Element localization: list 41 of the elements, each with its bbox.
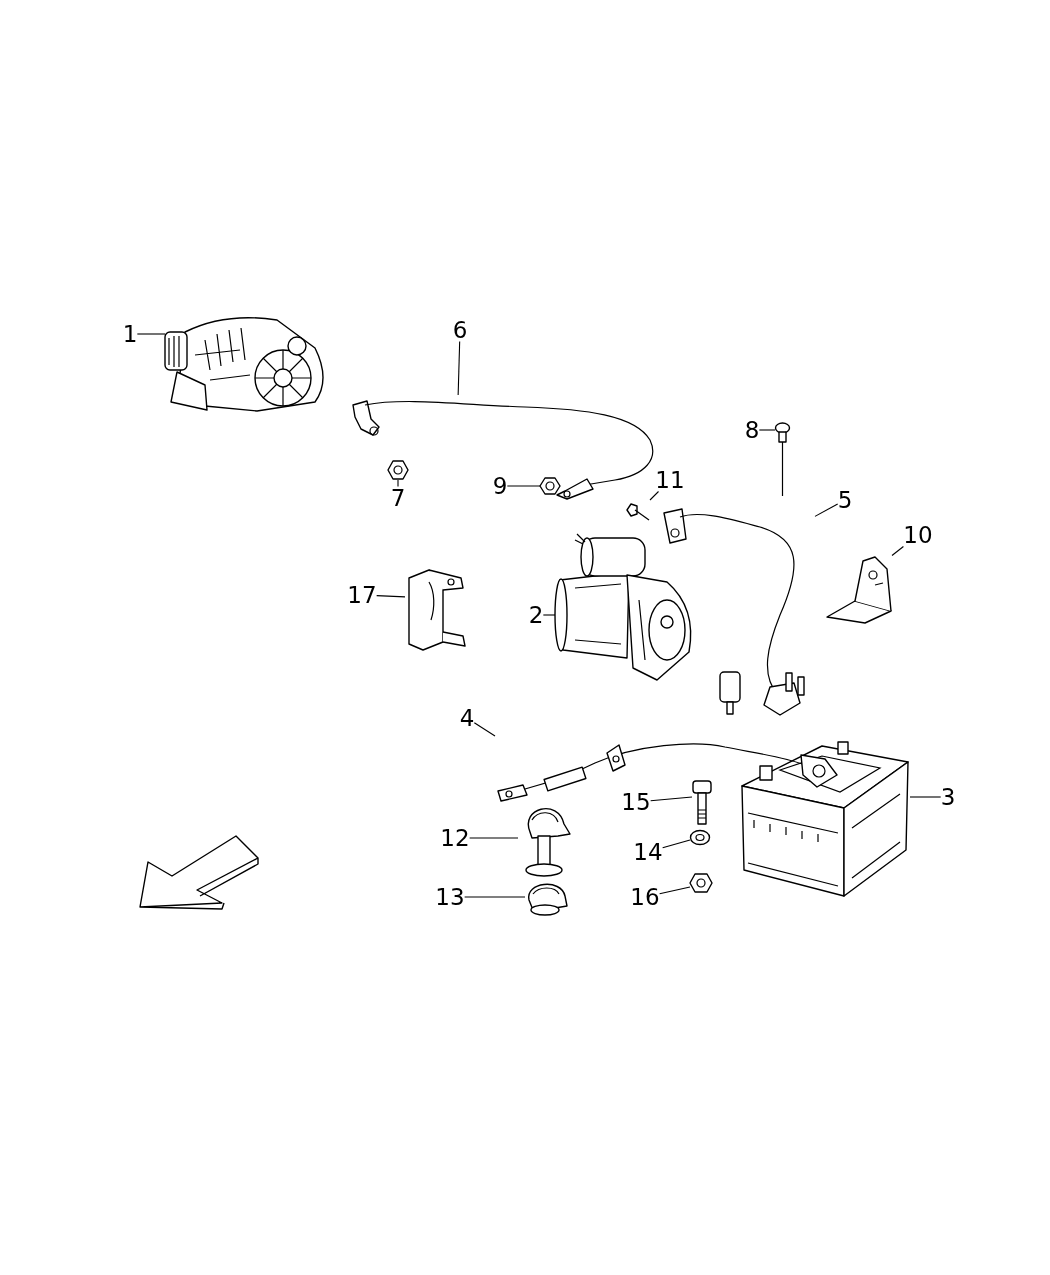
leader-line	[649, 490, 660, 501]
leader-line	[136, 333, 166, 335]
callout-number: 1	[122, 322, 138, 346]
bracket-drawing	[825, 555, 892, 625]
callout-number: 9	[492, 474, 508, 498]
leader-line	[542, 614, 556, 616]
callout-number: 2	[528, 603, 544, 627]
washer-drawing	[690, 830, 710, 845]
callout-number: 16	[630, 885, 660, 909]
callout-number: 10	[903, 523, 933, 547]
leader-line	[814, 503, 839, 517]
leader-line	[397, 479, 399, 488]
bracket-drawing	[405, 568, 468, 652]
leader-line	[473, 722, 496, 737]
callout-number: 12	[440, 826, 470, 850]
callout-number: 3	[940, 785, 956, 809]
leader-line	[650, 796, 693, 802]
leader-line	[659, 886, 691, 895]
leader-line	[909, 796, 942, 798]
callout-number: 7	[390, 486, 406, 510]
leader-line	[891, 545, 904, 557]
callout-number: 6	[452, 318, 468, 342]
callout-number: 4	[459, 706, 475, 730]
callout-number: 17	[347, 583, 377, 607]
leader-line	[376, 595, 406, 598]
leader-line	[662, 839, 691, 849]
callout-number: 5	[837, 488, 853, 512]
leader-line	[506, 485, 541, 487]
callout-number: 13	[435, 885, 465, 909]
leader-line	[758, 429, 776, 431]
leader-line	[464, 896, 526, 898]
leader-line	[469, 837, 519, 839]
battery-drawing	[740, 738, 910, 898]
rivet-drawing	[775, 422, 790, 497]
callout-number: 8	[744, 418, 760, 442]
callout-number: 14	[633, 840, 663, 864]
leader-line	[457, 340, 461, 396]
callout-number: 15	[621, 790, 651, 814]
callout-number: 11	[655, 468, 685, 492]
bolt-drawing	[692, 780, 712, 825]
nut-drawing	[690, 873, 712, 893]
